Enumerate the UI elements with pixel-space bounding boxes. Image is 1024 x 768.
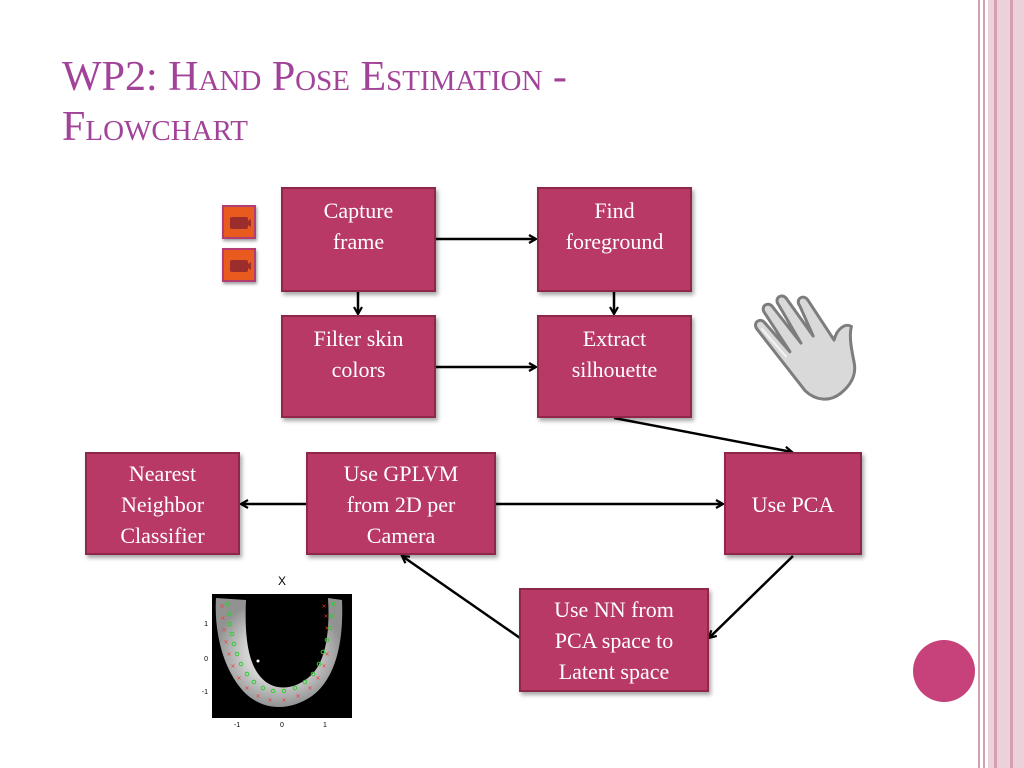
- box-label: Filter skin: [313, 326, 404, 351]
- camera-icon: [222, 205, 256, 239]
- arrow-silhouette-to-pca: [613, 416, 792, 452]
- box-nearest-neighbor: Nearest Neighbor Classifier: [85, 452, 240, 555]
- box-label: Classifier: [120, 523, 205, 548]
- slide-title-line: WP2: Hand Pose Estimation -: [62, 54, 567, 100]
- svg-text:×: ×: [223, 639, 228, 646]
- svg-text:×: ×: [220, 615, 225, 622]
- svg-text:×: ×: [281, 697, 286, 704]
- box-label: Use NN from: [554, 597, 674, 622]
- svg-text:×: ×: [221, 627, 226, 634]
- svg-text:×: ×: [321, 603, 326, 610]
- svg-text:×: ×: [226, 651, 231, 658]
- box-find-foreground: Find foreground: [537, 187, 692, 292]
- box-label: Extract: [582, 326, 647, 351]
- box-label: Use GPLVM: [343, 461, 459, 486]
- plot-density-region: [215, 598, 343, 707]
- plot-red-markers: ×××× ×××× ×××× ×××× ×××: [219, 603, 329, 704]
- box-label: Use PCA: [751, 492, 835, 517]
- plot-point: [256, 659, 260, 663]
- svg-text:×: ×: [307, 685, 312, 692]
- plot-y-tick: -1: [202, 689, 208, 696]
- plot-x-tick: 1: [323, 722, 327, 729]
- box-label: Find: [594, 198, 635, 223]
- box-label: Latent space: [558, 659, 670, 684]
- svg-text:×: ×: [267, 697, 272, 704]
- svg-text:×: ×: [324, 625, 329, 632]
- plot-y-tick: 1: [204, 621, 208, 628]
- svg-text:×: ×: [295, 693, 300, 700]
- svg-text:×: ×: [230, 663, 235, 670]
- box-filter-skin-colors: Filter skin colors: [281, 315, 436, 418]
- box-label: silhouette: [571, 357, 658, 382]
- plot-x-tick: -1: [234, 722, 240, 729]
- svg-text:×: ×: [244, 685, 249, 692]
- plot-y-tick: 0: [204, 656, 208, 663]
- decorative-circle: [913, 640, 975, 702]
- svg-text:×: ×: [324, 651, 329, 658]
- svg-text:×: ×: [255, 693, 260, 700]
- svg-text:×: ×: [323, 613, 328, 620]
- plot-title: X: [278, 574, 286, 588]
- svg-text:×: ×: [219, 603, 224, 610]
- box-use-gplvm: Use GPLVM from 2D per Camera: [306, 452, 496, 555]
- box-label: frame: [332, 229, 385, 254]
- box-use-pca: Use PCA: [724, 452, 862, 555]
- svg-text:×: ×: [236, 675, 241, 682]
- svg-text:×: ×: [321, 663, 326, 670]
- box-use-nn: Use NN from PCA space to Latent space: [519, 588, 709, 692]
- plot-green-markers: [225, 601, 337, 694]
- camera-icon: [222, 248, 256, 282]
- svg-text:×: ×: [315, 675, 320, 682]
- slide-title-line: Flowchart: [62, 104, 248, 150]
- box-label: Neighbor: [120, 492, 205, 517]
- box-label: from 2D per: [346, 492, 456, 517]
- box-label: foreground: [565, 229, 664, 254]
- box-extract-silhouette: Extract silhouette: [537, 315, 692, 418]
- box-label: colors: [331, 357, 386, 382]
- slide-stripe: [994, 0, 997, 768]
- plot-x-tick: 0: [280, 722, 284, 729]
- box-capture-frame: Capture frame: [281, 187, 436, 292]
- hand-icon: [754, 294, 857, 401]
- slide-stripe: [978, 0, 980, 768]
- slide-stripe: [1010, 0, 1013, 768]
- box-label: Capture: [323, 198, 394, 223]
- latent-space-plot: X ×××× ×××× ×××× ×××× ××× 1 0 -1 -1 0 1: [202, 574, 352, 729]
- box-label: PCA space to: [554, 628, 674, 653]
- box-label: Camera: [366, 523, 436, 548]
- box-label: Nearest: [128, 461, 197, 486]
- arrow-nn-to-gplvm: [402, 556, 521, 640]
- slide-stripe: [983, 0, 985, 768]
- arrow-pca-to-nn: [709, 555, 794, 638]
- slide-title: WP2: Hand Pose Estimation - Flowchart: [62, 52, 862, 152]
